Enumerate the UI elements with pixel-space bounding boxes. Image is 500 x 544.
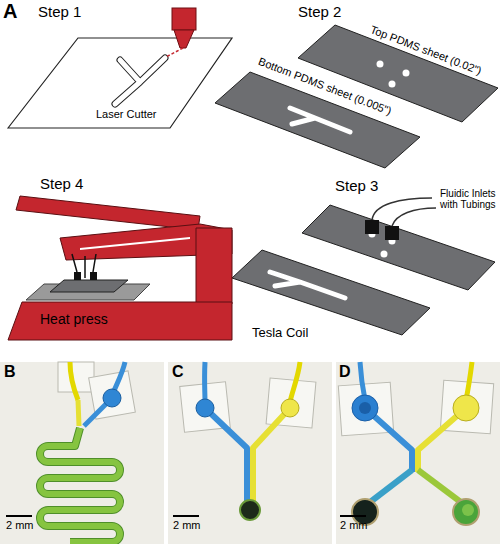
yellow-tubing [290,362,300,402]
fluidic-inlet [365,220,379,234]
outlet [240,500,260,520]
step-label: Step 1 [38,4,81,21]
heat-press-shape [8,302,232,340]
yellow-channel [78,400,79,426]
serpentine-channel [40,428,120,542]
step-label: Step 2 [298,4,341,21]
channel-cut [270,272,345,298]
scale-label: 2 mm [6,519,34,531]
heat-press: Heat press [4,192,236,340]
panel-letter: D [339,363,351,381]
yellow-channel [253,408,290,502]
blue-channel [205,408,247,502]
scale-bar [173,515,199,517]
scale-label: 2 mm [340,519,368,531]
blue-inlet [352,395,378,421]
part-label: Laser Cutter [96,108,157,120]
fluidic-inlet [74,272,81,280]
scale-bar [6,515,32,517]
yellow-tubing [466,362,472,400]
pdms-sheet: Bottom PDMS sheet (0.005") [205,48,427,172]
heat-press-shape [16,196,200,230]
top-sheet [302,205,495,290]
laser-head [172,8,196,30]
panel-letter: B [4,363,16,381]
pdms-sheet-outline [205,48,427,172]
part-label: Tesla Coil [252,326,308,340]
step-label: Step 3 [335,178,378,195]
laser-nozzle [174,30,194,48]
scale-bar [340,515,366,517]
laser-beam [166,48,183,57]
yellow-inlet [281,399,299,417]
photo-background [0,362,164,544]
fluidic-inlet [385,226,399,240]
outlet-hole [381,251,388,258]
acetate-sheet [8,38,232,128]
scale-label: 2 mm [173,519,201,531]
blue-inlet [196,399,214,417]
fluidic-inlet [90,272,97,280]
blue-tubing [360,362,365,400]
inlet-block [266,378,316,428]
blue-inlet [103,389,121,407]
serpentine-outline [40,428,120,542]
outlet [453,499,479,525]
heat-press-outline [4,192,236,340]
photo-background [336,362,500,544]
step-label: Step 4 [40,176,83,193]
part-label: Fluidic Inlets with Tubings [440,188,500,210]
outlet-center [462,504,474,516]
tubing [392,208,436,226]
heat-press-shape [196,228,232,304]
channel-cut [115,58,165,104]
channel-cut-outline [115,58,165,104]
photo-background [168,362,332,544]
blue-inlet-center [359,402,371,414]
panel-letter: A [3,0,17,22]
node-label: Heat press [40,312,108,327]
yellow-inlet [453,395,479,421]
blue-tubing [202,362,207,402]
heat-press-shape [80,237,190,250]
yellow-tubing [70,362,78,400]
panel-letter: C [172,363,184,381]
heat-press-shape [26,284,150,300]
